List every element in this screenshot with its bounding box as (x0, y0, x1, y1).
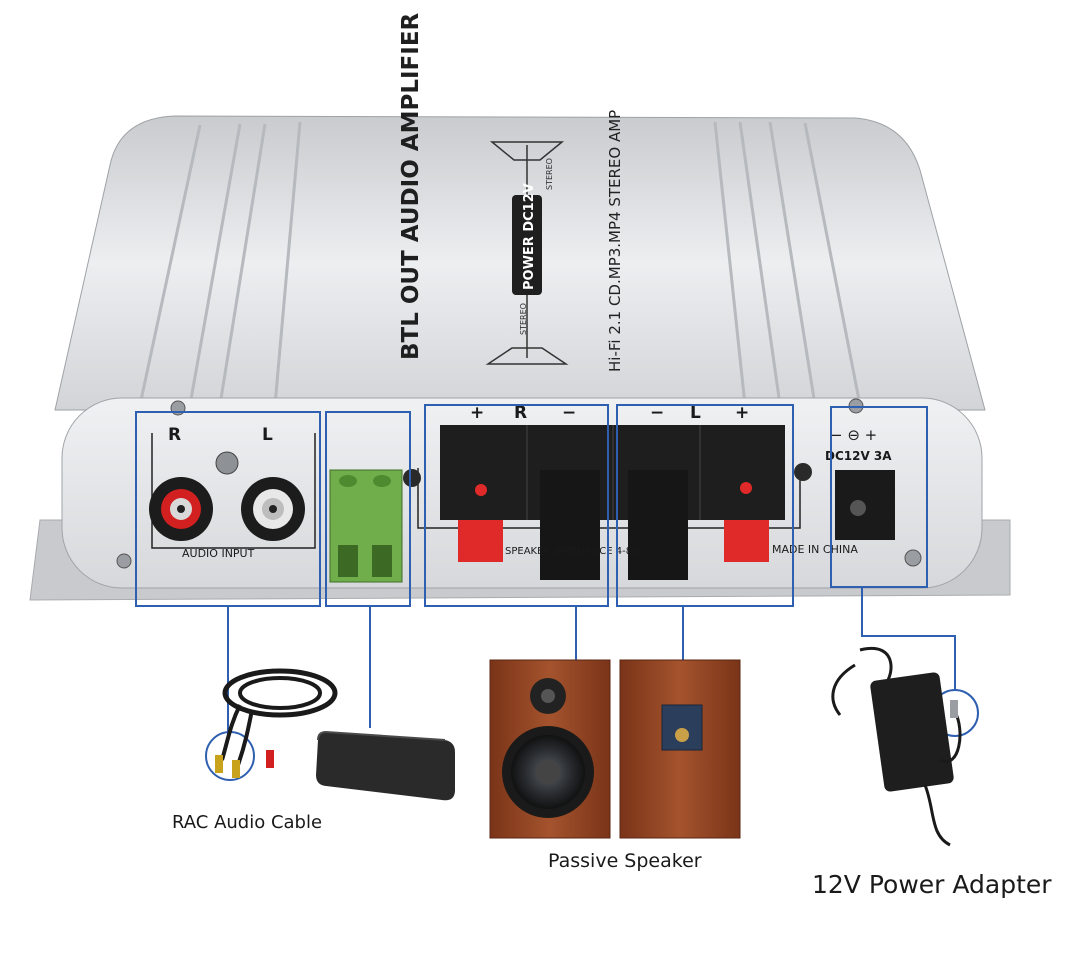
rca-jack-right (149, 477, 213, 541)
screw-icon (116, 553, 132, 569)
dc-polarity-symbol: − ⊖ + (830, 426, 877, 444)
screw-icon (794, 463, 812, 481)
stereo-label-lower: STEREO (519, 303, 528, 335)
red-clip-right (458, 520, 503, 562)
screw-icon (904, 549, 922, 567)
power-badge (512, 195, 542, 295)
power-adapter-icon (831, 646, 962, 847)
red-clip-left (724, 520, 769, 562)
bluetooth-speaker-icon (316, 730, 455, 801)
top-title-text: BTL OUT AUDIO AMPLIFIER (398, 12, 424, 360)
power-adapter-caption: 12V Power Adapter (812, 870, 1052, 899)
rca-cable-icon (215, 668, 338, 778)
spk-r-label: R (514, 403, 527, 423)
highlight-green-terminal (325, 411, 411, 607)
audio-input-label: AUDIO INPUT (182, 547, 255, 560)
screw-icon (215, 451, 239, 475)
speaker-terminals: + R − − L + SPEAKER IMPEDANCE 4-8Ω MADE … (403, 403, 858, 580)
rca-r-label: R (168, 425, 181, 445)
spk-minus-right: − (562, 403, 576, 423)
stereo-label-upper: STEREO (545, 158, 554, 190)
dc-rating-label: DC12V 3A (825, 449, 892, 463)
spk-l-label: L (690, 403, 701, 423)
passive-speaker-caption: Passive Speaker (548, 850, 702, 872)
spk-minus-left: − (650, 403, 664, 423)
hifi-text: Hi-Fi 2.1 CD.MP3.MP4 STEREO AMP (606, 110, 624, 372)
dc-power-jack: − ⊖ + DC12V 3A (825, 426, 895, 540)
rac-audio-cable-caption: RAC Audio Cable (172, 812, 323, 833)
highlight-dc-jack (830, 406, 928, 588)
power-badge-text: POWER DC12V (522, 183, 537, 290)
passive-speaker-front (489, 659, 611, 839)
rca-jack-left (241, 477, 305, 541)
highlight-right-speaker (424, 404, 609, 607)
passive-speaker-back (619, 659, 741, 839)
speaker-impedance-text: SPEAKER IMPEDANCE 4-8Ω (505, 546, 640, 557)
green-terminal-block (329, 469, 403, 583)
spk-plus-right: + (470, 403, 484, 423)
top-print: BTL OUT AUDIO AMPLIFIER POWER DC12V STER… (398, 12, 624, 372)
rca-l-label: L (262, 425, 273, 445)
highlight-left-speaker (616, 404, 794, 607)
spk-plus-left: + (735, 403, 749, 423)
made-in-text: MADE IN CHINA (772, 543, 858, 556)
rca-input-section: R L AUDIO INPUT (149, 425, 316, 560)
screw-icon (403, 469, 421, 487)
